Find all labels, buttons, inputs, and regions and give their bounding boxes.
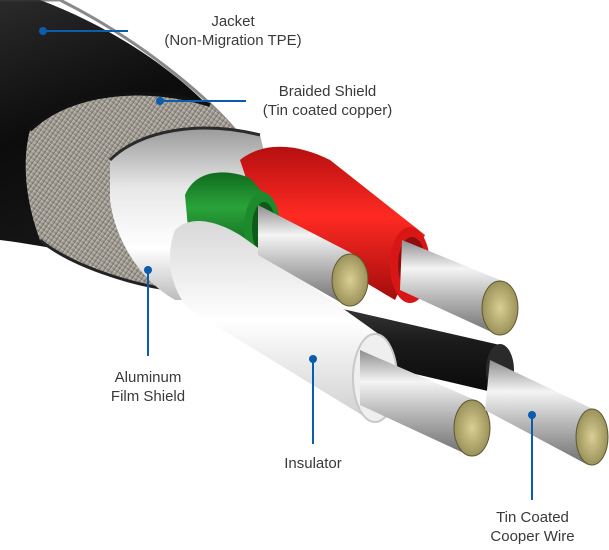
callout-lines — [39, 27, 536, 500]
label-aluminum-shield: Aluminum Film Shield — [98, 368, 198, 406]
label-wire: Tin Coated Cooper Wire — [480, 508, 585, 546]
callout-wire — [528, 411, 536, 500]
label-jacket-line1: Jacket — [211, 13, 255, 30]
label-braided-shield-line2: (Tin coated copper) — [262, 102, 393, 119]
label-aluminum-shield-line2: Film Shield — [110, 388, 186, 405]
label-braided-shield-line1: Braided Shield — [278, 83, 377, 100]
strands-black — [485, 360, 609, 466]
callout-aluminum-shield — [144, 266, 152, 356]
label-braided-shield: Braided Shield (Tin coated copper) — [250, 82, 405, 120]
label-insulator: Insulator — [270, 454, 356, 473]
callout-braided-shield — [156, 97, 246, 105]
strands-green — [258, 205, 369, 307]
strands-red — [400, 240, 519, 336]
callout-insulator — [309, 355, 317, 444]
label-wire-line2: Cooper Wire — [490, 528, 575, 545]
label-aluminum-shield-line1: Aluminum — [114, 369, 182, 386]
label-jacket: Jacket (Non-Migration TPE) — [158, 12, 308, 50]
label-insulator-line1: Insulator — [284, 455, 342, 472]
label-wire-line1: Tin Coated — [496, 509, 569, 526]
callout-jacket — [39, 27, 128, 35]
strands-white — [360, 350, 491, 457]
label-jacket-line2: (Non-Migration TPE) — [164, 32, 302, 49]
